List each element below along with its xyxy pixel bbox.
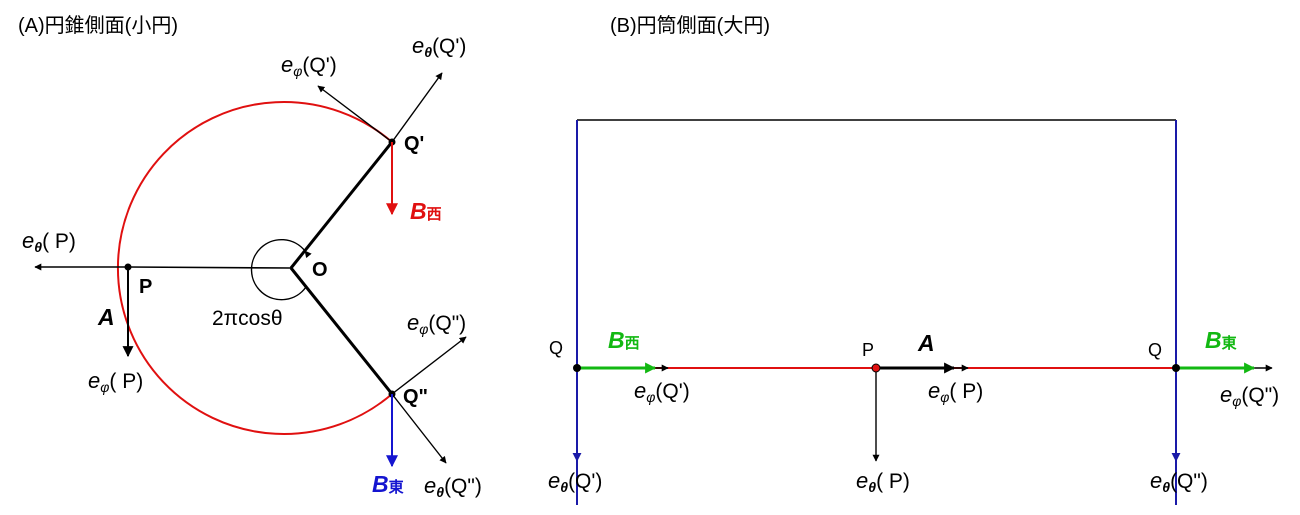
panel-a: (A)円錐側面(小円) Q' Q" P O 2πcosθ eθ( P) eφ — [18, 14, 482, 500]
radius-oq1 — [289, 141, 394, 269]
arrow-e-phi-q1-a — [317, 85, 393, 143]
point-q-left-b — [573, 364, 581, 372]
label-b-east-a: B東 — [372, 471, 404, 497]
label-e-phi-q2-b: eφ(Q") — [1220, 382, 1279, 409]
label-e-theta-p-a: eθ( P) — [22, 228, 76, 255]
label-q2-a: Q" — [403, 386, 428, 408]
label-e-phi-q1-a: eφ(Q') — [281, 52, 337, 79]
angle-label: 2πcosθ — [212, 307, 283, 330]
label-p-b: P — [862, 340, 874, 360]
label-e-phi-q1-b: eφ(Q') — [634, 378, 690, 405]
point-q-right-b — [1172, 364, 1180, 372]
label-p-a: P — [139, 276, 152, 298]
label-e-theta-q2-b: eθ(Q") — [1150, 468, 1208, 495]
panel-a-title: (A)円錐側面(小円) — [18, 14, 178, 37]
cone-circle-arc — [117, 101, 393, 435]
label-q-left-b: Q — [549, 338, 563, 358]
label-b-east-b: B東 — [1205, 327, 1237, 353]
panel-b-title: (B)円筒側面(大円) — [610, 14, 770, 37]
arrow-e-theta-q1-a — [391, 72, 443, 143]
label-e-theta-q1-b: eθ(Q') — [548, 468, 602, 495]
arrow-e-theta-q2-a — [391, 393, 447, 464]
label-e-theta-q2-a: eθ(Q") — [424, 473, 482, 500]
label-e-phi-p-b: eφ( P) — [928, 378, 983, 405]
panel-b: (B)円筒側面(大円) Q P Q B西 A B東 eφ(Q') e — [548, 14, 1279, 505]
label-e-phi-q2-a: eφ(Q") — [407, 310, 466, 337]
label-a-a: A — [97, 304, 115, 330]
radius-op — [127, 266, 292, 269]
radius-oq2 — [289, 267, 394, 395]
label-q1-a: Q' — [404, 133, 424, 155]
label-o-a: O — [312, 259, 328, 281]
label-b-west-b: B西 — [608, 327, 640, 353]
label-e-theta-q1-a: eθ(Q') — [412, 33, 466, 60]
label-q-right-b: Q — [1148, 340, 1162, 360]
point-p-b — [871, 363, 881, 373]
label-a-b: A — [917, 330, 935, 356]
label-e-phi-p-a: eφ( P) — [88, 368, 143, 395]
label-e-theta-p-b: eθ( P) — [856, 468, 910, 495]
angle-arc — [250, 238, 312, 301]
label-b-west-a: B西 — [410, 198, 442, 224]
arrow-e-phi-q2-a — [391, 336, 467, 395]
